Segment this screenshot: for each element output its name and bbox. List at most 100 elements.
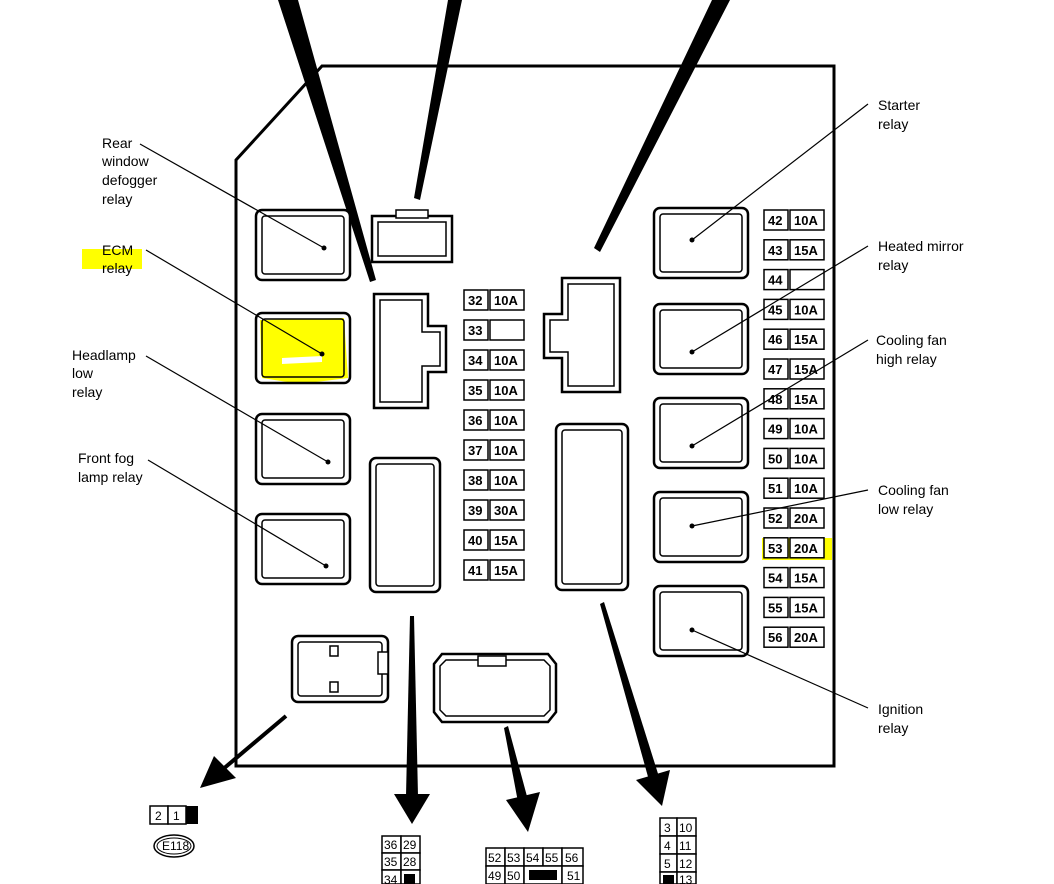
ecm-label-highlight [82, 249, 142, 269]
fuse-number: 32 [468, 293, 482, 308]
fuse-box-outline [234, 64, 836, 768]
pointer-arrow-center [414, 0, 462, 200]
fuse-number: 35 [468, 383, 482, 398]
fuse-amp-cell [489, 289, 525, 311]
fuse-amp-cell [789, 477, 825, 499]
bottom-center-connector [432, 652, 558, 724]
fuse-amperage: 10A [494, 413, 518, 428]
svg-text:36: 36 [384, 838, 398, 852]
leader-cooling-high [691, 339, 869, 447]
fuse-number: 51 [768, 481, 782, 496]
fuse-number: 34 [468, 353, 483, 368]
top-connector [370, 209, 454, 264]
fuse-number-cell [763, 388, 789, 410]
fuse-number-cell [763, 268, 789, 291]
relay-cooling-high [652, 396, 750, 470]
relay-starter [652, 206, 750, 280]
center-fuse-37: 37 10A [463, 439, 525, 461]
fuse-amperage: 10A [794, 422, 818, 437]
fuse-amperage: 10A [794, 451, 818, 466]
leader-heated-mirror [691, 245, 869, 353]
fuse-number-cell [763, 209, 789, 231]
fuse-amp-cell [789, 239, 825, 261]
connector-3: 52 53 54 55 56 49 50 51 [485, 847, 584, 884]
relay-cooling-low [652, 490, 750, 564]
svg-text:55: 55 [545, 851, 559, 865]
svg-text:4: 4 [664, 839, 671, 853]
pointer-arrows-bottom [200, 602, 670, 832]
svg-text:10: 10 [679, 821, 693, 835]
right-large-block [554, 422, 630, 592]
fuse-amp-cell [789, 507, 825, 529]
fuse-amp-cell [489, 379, 525, 401]
fuse-number: 40 [468, 533, 482, 548]
leader-starter [691, 103, 869, 241]
fuse-number-cell [463, 529, 489, 551]
fuse-number: 47 [768, 362, 782, 377]
fuse-number-cell [463, 379, 489, 401]
arrow-to-connector-2 [394, 616, 430, 824]
left-relays [254, 208, 352, 586]
connector-2: 36 29 35 28 34 [381, 835, 421, 884]
fuse-amperage: 10A [494, 473, 518, 488]
svg-text:1: 1 [173, 809, 180, 823]
fuse-number-cell [463, 439, 489, 461]
svg-text:28: 28 [403, 855, 417, 869]
fuse-number: 45 [768, 302, 782, 317]
fuse-number: 46 [768, 332, 782, 347]
right-fuse-47: 47 15A [763, 358, 825, 380]
ecm-mark [282, 356, 322, 364]
fuse-amp-cell [789, 209, 825, 231]
fuse-amp-cell [789, 358, 825, 380]
fuse-amperage: 10A [494, 443, 518, 458]
svg-text:3: 3 [664, 821, 671, 835]
fuse-number-cell [463, 559, 489, 581]
fuse-number-cell [763, 447, 789, 470]
leader-ecm [145, 249, 323, 355]
fuse-amperage: 10A [794, 481, 818, 496]
svg-text:2: 2 [155, 809, 162, 823]
left-labels: Rear window defogger relay ECM relay Hea… [72, 135, 158, 485]
fuse-number-cell [763, 328, 789, 350]
fuse-number: 37 [468, 443, 482, 458]
relay-ignition [652, 584, 750, 658]
fuse-amp-cell [489, 439, 525, 461]
fuse-amperage: 20A [794, 541, 818, 556]
label-starter: Starter relay [878, 97, 924, 132]
fuse-amperage: 15A [494, 533, 518, 548]
fuse-amperage: 15A [494, 563, 518, 578]
fuse-number-cell [763, 596, 789, 619]
relay-front-fog [254, 512, 352, 586]
fuse-amperage: 15A [794, 600, 818, 615]
pointer-arrows-top [278, 0, 730, 282]
leader-cooling-low [691, 489, 869, 527]
relay-heated-mirror [652, 302, 750, 376]
fuse-number-cell [463, 409, 489, 431]
leader-dots [319, 237, 695, 633]
fuse-number: 44 [768, 273, 783, 288]
svg-text:50: 50 [507, 869, 521, 883]
right-relays [652, 206, 750, 658]
fuse-amperage: 15A [794, 362, 818, 377]
fuse-amp-cell [789, 596, 825, 619]
leader-lines [139, 103, 869, 709]
right-fuse-51: 51 10A [763, 477, 825, 499]
fuse-number: 48 [768, 392, 782, 407]
fuse-amp-cell [789, 626, 825, 648]
fuse-amp-cell [489, 559, 525, 581]
svg-text:13: 13 [679, 873, 693, 884]
